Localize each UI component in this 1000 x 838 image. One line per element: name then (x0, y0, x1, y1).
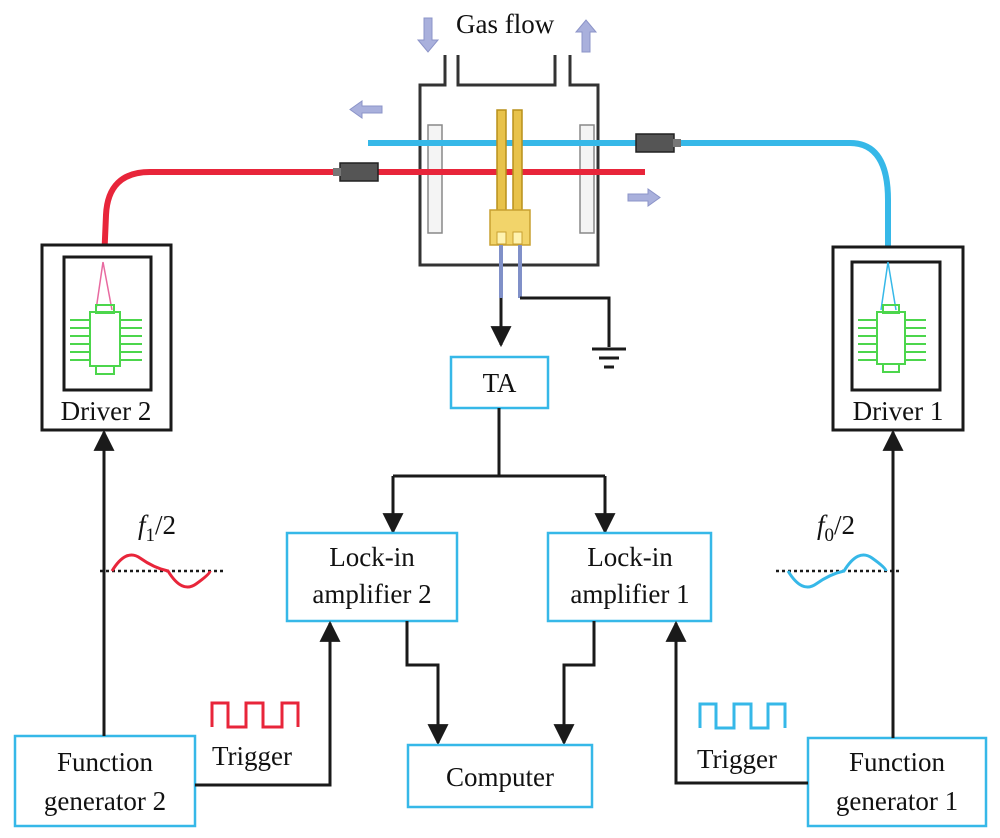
sine-wave-blue-icon (786, 553, 888, 589)
freq-left-label: f1/2 (138, 510, 176, 546)
computer-label: Computer (446, 762, 554, 792)
fg2-trigger-to-lockin2-arrow (195, 620, 341, 787)
freq-left-f: f (138, 510, 149, 540)
driver-2-label: Driver 2 (61, 396, 152, 426)
freq-right-rest: /2 (834, 510, 855, 540)
square-wave-blue-icon (698, 702, 787, 730)
function-generator-2-box (13, 734, 197, 828)
ta-box (449, 355, 550, 410)
fg-2-line1: Function (57, 747, 154, 777)
lockin-amplifier-1-box (546, 531, 713, 623)
right-window (579, 124, 595, 234)
gas-cell (418, 55, 600, 267)
trigger-left-label: Trigger (212, 741, 292, 771)
blue-fiber (676, 140, 891, 262)
red-collimator (333, 162, 379, 182)
fg-2-line2: generator 2 (44, 786, 166, 816)
laser-chip-left-icon (70, 261, 142, 375)
fg-1-line2: generator 1 (836, 786, 958, 816)
ta-split-lines (393, 408, 605, 478)
blue-collimator (635, 133, 681, 153)
beam-out-left-arrow-icon (349, 100, 383, 119)
lockin-2-line1: Lock-in (329, 542, 415, 572)
freq-left-sub: 1 (146, 525, 156, 546)
tuning-fork (489, 109, 531, 246)
flow-out-arrow-icon (574, 19, 598, 53)
freq-right-f: f (817, 510, 828, 540)
ground-icon (520, 296, 626, 369)
sine-wave-red-icon (110, 553, 212, 589)
laser-chip-right-icon (858, 261, 926, 373)
ta-label: TA (483, 368, 517, 398)
fg1-trigger-to-lockin1-arrow (665, 620, 808, 785)
square-wave-red-icon (210, 701, 300, 729)
red-fiber (101, 169, 335, 263)
driver-1-box (831, 245, 965, 432)
lockin2-to-computer-arrow (405, 621, 449, 746)
driver-1-label: Driver 1 (853, 396, 944, 426)
freq-right-sub: 0 (825, 525, 835, 546)
left-window (427, 124, 443, 234)
flow-in-arrow-icon (416, 17, 440, 53)
beam-out-right-arrow-icon (627, 188, 661, 207)
freq-right-label: f0/2 (817, 510, 855, 546)
computer-box (406, 743, 594, 809)
trigger-right-label: Trigger (697, 744, 777, 774)
lockin-1-line1: Lock-in (587, 542, 673, 572)
lockin-amplifier-2-box (285, 531, 459, 623)
gas-flow-label: Gas flow (456, 9, 555, 39)
fg-1-line1: Function (849, 747, 946, 777)
lockin1-to-computer-arrow (553, 621, 596, 746)
driver-2-box (40, 243, 173, 432)
freq-left-rest: /2 (155, 510, 176, 540)
lockin-2-line2: amplifier 2 (312, 579, 431, 609)
lockin-1-line2: amplifier 1 (570, 579, 689, 609)
